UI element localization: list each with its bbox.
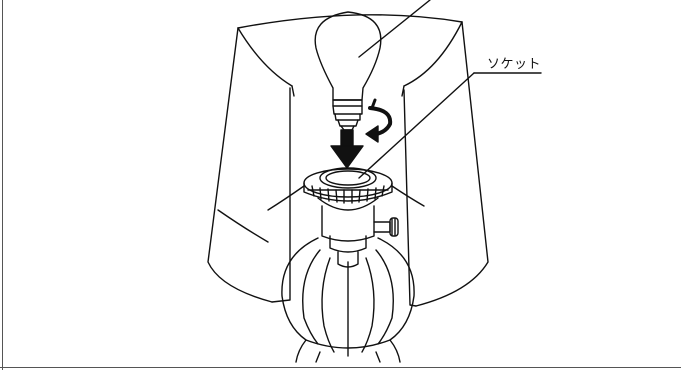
socket-label: ソケット [487,53,541,72]
lamp-base [282,238,414,362]
bulb-callout-line [359,0,430,57]
socket-callout [359,73,541,178]
rotate-arrow-icon [366,100,390,142]
insert-down-arrow-icon [331,130,363,168]
light-bulb [315,12,381,130]
